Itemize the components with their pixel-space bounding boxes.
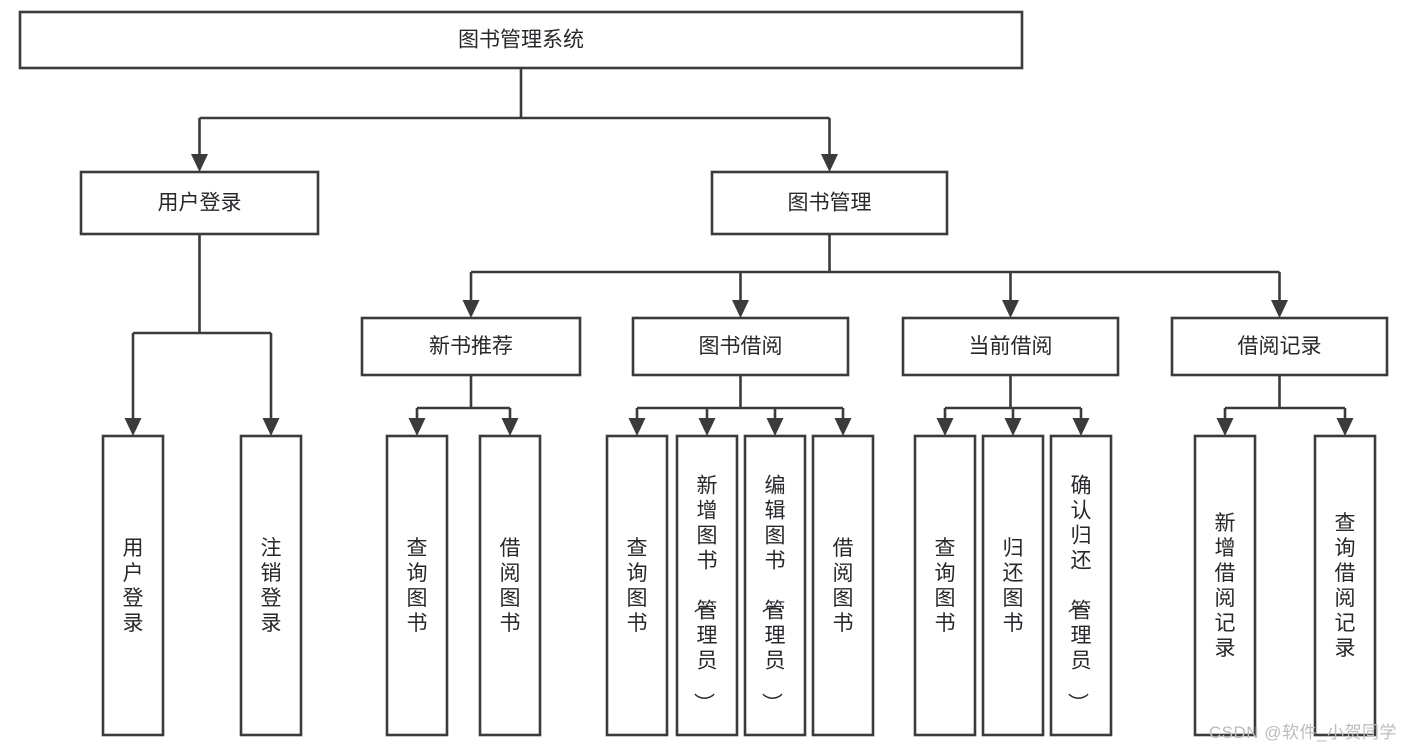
node-box[interactable] bbox=[101, 434, 165, 737]
node-leaf-borrow-book-1[interactable]: 借阅图书 bbox=[478, 434, 542, 737]
arrow-head bbox=[1004, 418, 1022, 436]
node-root[interactable]: 图书管理系统 bbox=[18, 10, 1024, 70]
node-book-manage[interactable]: 图书管理 bbox=[710, 170, 949, 236]
node-current-borrow[interactable]: 当前借阅 bbox=[901, 316, 1120, 377]
arrow-head bbox=[1271, 300, 1288, 318]
node-box[interactable] bbox=[18, 10, 1024, 70]
connector-group-user-login bbox=[124, 234, 280, 436]
node-box[interactable] bbox=[1313, 434, 1377, 737]
node-label: 借阅图书 bbox=[500, 537, 521, 635]
node-layer: 图书管理系统用户登录图书管理新书推荐图书借阅当前借阅借阅记录用户登录注销登录查询… bbox=[18, 10, 1389, 737]
node-label: 图书管理 bbox=[788, 192, 872, 215]
node-leaf-confirm-return[interactable]: 确认归还（管理员） bbox=[1049, 434, 1113, 737]
node-box[interactable] bbox=[605, 434, 669, 737]
arrow-head bbox=[766, 418, 784, 436]
node-box[interactable] bbox=[1193, 434, 1257, 737]
node-leaf-query-book-2[interactable]: 查询图书 bbox=[605, 434, 669, 737]
node-label: 查询图书 bbox=[407, 537, 428, 635]
connector-group-book-borrow bbox=[628, 375, 852, 436]
node-leaf-return-book[interactable]: 归还图书 bbox=[981, 434, 1045, 737]
node-box[interactable] bbox=[811, 434, 875, 737]
node-box[interactable] bbox=[913, 434, 977, 737]
connector-group-root bbox=[191, 68, 838, 172]
arrow-head bbox=[821, 154, 838, 172]
arrow-head bbox=[628, 418, 646, 436]
connector-layer bbox=[124, 68, 1354, 436]
node-label: 新增借阅记录 bbox=[1215, 512, 1236, 660]
node-label: 归还图书 bbox=[1003, 537, 1024, 635]
node-box[interactable] bbox=[1170, 316, 1389, 377]
node-box[interactable] bbox=[239, 434, 303, 737]
node-book-borrow[interactable]: 图书借阅 bbox=[631, 316, 850, 377]
connector-group-borrow-record bbox=[1216, 375, 1354, 436]
arrow-head bbox=[732, 300, 749, 318]
node-leaf-edit-book[interactable]: 编辑图书（管理员） bbox=[743, 434, 807, 737]
node-leaf-query-book-1[interactable]: 查询图书 bbox=[385, 434, 449, 737]
node-box[interactable] bbox=[981, 434, 1045, 737]
node-box[interactable] bbox=[79, 170, 320, 236]
node-box[interactable] bbox=[1049, 434, 1113, 737]
arrow-head bbox=[1002, 300, 1019, 318]
node-box[interactable] bbox=[385, 434, 449, 737]
arrow-head bbox=[501, 418, 519, 436]
node-label: 注销登录 bbox=[261, 537, 282, 635]
node-label: 图书管理系统 bbox=[458, 29, 584, 52]
node-label: 当前借阅 bbox=[969, 335, 1053, 358]
node-label: 用户登录 bbox=[158, 192, 242, 215]
node-box[interactable] bbox=[478, 434, 542, 737]
node-box[interactable] bbox=[743, 434, 807, 737]
node-borrow-record[interactable]: 借阅记录 bbox=[1170, 316, 1389, 377]
node-label: 借阅图书 bbox=[833, 537, 854, 635]
arrow-head bbox=[936, 418, 954, 436]
node-box[interactable] bbox=[675, 434, 739, 737]
node-label: 确认归还（管理员） bbox=[1066, 475, 1092, 714]
node-label: 新增图书（管理员） bbox=[692, 475, 718, 714]
node-label: 编辑图书（管理员） bbox=[760, 475, 786, 714]
arrow-head bbox=[1216, 418, 1234, 436]
arrow-head bbox=[834, 418, 852, 436]
node-label: 查询图书 bbox=[627, 537, 648, 635]
node-label: 图书借阅 bbox=[699, 335, 783, 358]
node-label: 查询图书 bbox=[935, 537, 956, 635]
arrow-head bbox=[1072, 418, 1090, 436]
arrow-head bbox=[408, 418, 426, 436]
node-leaf-add-book[interactable]: 新增图书（管理员） bbox=[675, 434, 739, 737]
node-user-login[interactable]: 用户登录 bbox=[79, 170, 320, 236]
node-box[interactable] bbox=[710, 170, 949, 236]
connector-group-new-book-rec bbox=[408, 375, 519, 436]
node-leaf-borrow-book-2[interactable]: 借阅图书 bbox=[811, 434, 875, 737]
arrow-head bbox=[191, 154, 208, 172]
node-leaf-query-book-3[interactable]: 查询图书 bbox=[913, 434, 977, 737]
arrow-head bbox=[1336, 418, 1354, 436]
node-box[interactable] bbox=[360, 316, 582, 377]
arrow-head bbox=[462, 300, 480, 318]
node-label: 用户登录 bbox=[123, 537, 144, 635]
node-new-book-rec[interactable]: 新书推荐 bbox=[360, 316, 582, 377]
arrow-head bbox=[698, 418, 716, 436]
node-label: 借阅记录 bbox=[1238, 335, 1322, 358]
node-leaf-logout[interactable]: 注销登录 bbox=[239, 434, 303, 737]
arrow-head bbox=[262, 418, 280, 436]
node-label: 新书推荐 bbox=[429, 335, 513, 358]
node-box[interactable] bbox=[901, 316, 1120, 377]
watermark: CSDN @软件_小贺同学 bbox=[1208, 723, 1397, 742]
arrow-head bbox=[124, 418, 142, 436]
node-box[interactable] bbox=[631, 316, 850, 377]
node-leaf-query-record[interactable]: 查询借阅记录 bbox=[1313, 434, 1377, 737]
connector-group-book-manage bbox=[462, 234, 1288, 318]
node-leaf-add-record[interactable]: 新增借阅记录 bbox=[1193, 434, 1257, 737]
node-leaf-user-login[interactable]: 用户登录 bbox=[101, 434, 165, 737]
connector-group-current-borrow bbox=[936, 375, 1090, 436]
node-label: 查询借阅记录 bbox=[1335, 512, 1356, 660]
